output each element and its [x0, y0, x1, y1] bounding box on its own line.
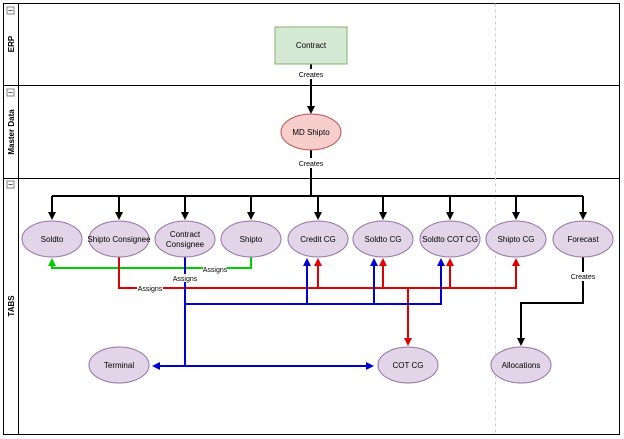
svg-text:Soldto: Soldto: [41, 235, 64, 244]
node-soldto[interactable]: Soldto: [21, 220, 83, 258]
lane-tabs: TABS: [6, 180, 16, 317]
lane-master-data: Master Data: [6, 88, 16, 155]
edge-md-shipto-bus: Creates: [48, 150, 587, 220]
edge-contract-to-md-shipto: Creates: [298, 64, 324, 114]
lane-label-tabs: TABS: [7, 295, 16, 317]
svg-text:MD Shipto: MD Shipto: [292, 128, 330, 137]
svg-text:Soldto CG: Soldto CG: [365, 235, 402, 244]
edge-label-shipto-assigns: Assigns: [203, 267, 228, 274]
node-forecast[interactable]: Forecast: [552, 220, 614, 258]
node-md-shipto[interactable]: MD Shipto: [280, 113, 342, 151]
node-credit-cg[interactable]: Credit CG: [287, 220, 349, 258]
edge-label-contract-creates: Creates: [299, 72, 324, 79]
node-contract[interactable]: Contract: [274, 26, 348, 65]
node-soldto-cg[interactable]: Soldto CG: [352, 220, 414, 258]
svg-text:Forecast: Forecast: [567, 235, 599, 244]
node-contract-consignee[interactable]: Contract Consignee: [154, 220, 216, 258]
node-shipto-consignee[interactable]: Shipto Consignee: [87, 220, 151, 258]
edge-forecast-creates-allocations: Creates: [517, 257, 596, 346]
node-shipto[interactable]: Shipto: [220, 220, 282, 258]
node-soldto-cot-cg[interactable]: Soldto COT CG: [419, 220, 481, 258]
lane-label-erp: ERP: [7, 35, 16, 52]
svg-text:Shipto CG: Shipto CG: [498, 235, 535, 244]
edge-contract-consignee-assigns-cg: Assigns: [152, 257, 445, 370]
edge-label-shipto-consignee-assigns: Assigns: [138, 286, 163, 293]
svg-text:Contract: Contract: [170, 230, 201, 239]
lane-label-master-data: Master Data: [7, 109, 16, 155]
svg-text:COT CG: COT CG: [393, 361, 424, 370]
svg-text:Shipto Consignee: Shipto Consignee: [87, 235, 151, 244]
edge-label-md-creates: Creates: [299, 161, 324, 168]
svg-text:Credit CG: Credit CG: [300, 235, 336, 244]
edge-shipto-consignee-assigns-cg: Assigns: [118, 257, 520, 346]
node-allocations[interactable]: Allocations: [490, 346, 552, 384]
edge-shipto-assigns-soldto: Assigns: [48, 257, 252, 274]
node-cot-cg[interactable]: COT CG: [377, 346, 439, 384]
svg-text:Allocations: Allocations: [502, 361, 541, 370]
svg-text:Consignee: Consignee: [166, 240, 205, 249]
node-terminal[interactable]: Terminal: [88, 346, 150, 384]
svg-text:Contract: Contract: [296, 41, 327, 50]
lane-erp: ERP: [6, 6, 16, 52]
edge-label-contract-consignee-assigns: Assigns: [173, 276, 198, 283]
edge-label-forecast-creates: Creates: [571, 274, 596, 281]
node-shipto-cg[interactable]: Shipto CG: [485, 220, 547, 258]
svg-text:Shipto: Shipto: [240, 235, 263, 244]
svg-text:Soldto COT CG: Soldto COT CG: [422, 235, 478, 244]
svg-text:Terminal: Terminal: [104, 361, 134, 370]
